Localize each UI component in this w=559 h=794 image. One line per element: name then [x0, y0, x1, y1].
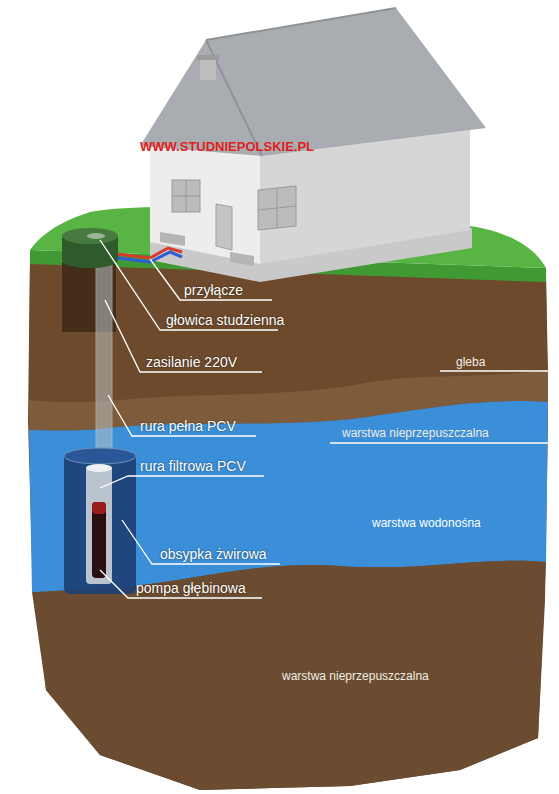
- impermeable-layer: [32, 561, 546, 790]
- layer-label: gleba: [456, 356, 485, 369]
- leader-lines: [100, 240, 548, 598]
- callout-label: przyłącze: [184, 283, 243, 298]
- roof-ridge: [206, 8, 396, 156]
- layer-label: warstwa wodonośna: [372, 517, 481, 530]
- window-frame: [258, 188, 296, 228]
- well-head-cover: [87, 233, 105, 239]
- layer-label: warstwa nieprzepuszczalna: [282, 670, 429, 683]
- layer-label: warstwa nieprzepuszczalna: [342, 427, 489, 440]
- callout-label: obsypka żwirowa: [160, 547, 267, 562]
- window: [172, 180, 200, 212]
- filter-pipe-top: [86, 464, 112, 472]
- window: [258, 186, 296, 230]
- door: [216, 204, 232, 250]
- chimney-cap: [197, 55, 219, 60]
- leader-line: [108, 395, 256, 436]
- filter-pipe: [86, 466, 112, 584]
- pump-top: [92, 502, 106, 514]
- leader-line: [440, 370, 548, 371]
- leader-line: [330, 442, 548, 443]
- callout-label: zasilanie 220V: [146, 355, 237, 370]
- leader-line: [150, 259, 272, 300]
- chimney: [200, 58, 216, 80]
- callout-label: głowica studzienna: [166, 313, 284, 328]
- gravel-pack-top: [64, 448, 136, 464]
- well-head-top: [62, 228, 118, 244]
- pump: [92, 502, 106, 578]
- ground-block: [28, 258, 548, 790]
- callout-label: rura pełna PCV: [140, 419, 236, 434]
- leader-line: [100, 476, 264, 488]
- callout-label: pompa głębinowa: [136, 581, 246, 596]
- watermark: WWW.STUDNIEPOLSKIE.PL: [140, 140, 314, 154]
- window-frame: [172, 180, 200, 212]
- gravel-pack: [64, 452, 136, 594]
- solid-pipe: [96, 262, 112, 472]
- callout-label: rura filtrowa PCV: [140, 459, 246, 474]
- house-roof: [140, 8, 486, 156]
- leader-line: [100, 570, 262, 598]
- leader-line: [105, 300, 262, 372]
- leader-line: [122, 520, 280, 564]
